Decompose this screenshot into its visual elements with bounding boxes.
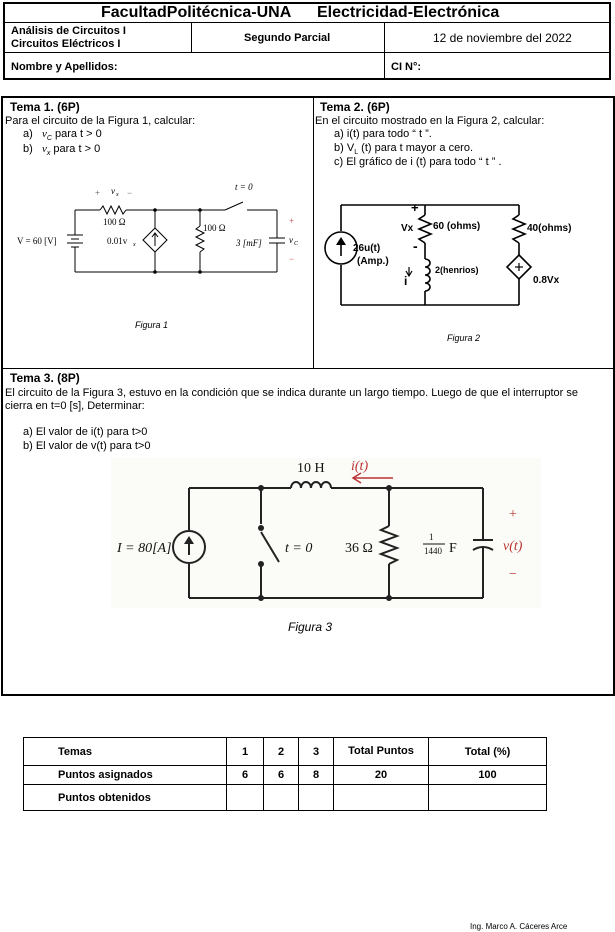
- exam-name: Segundo Parcial: [244, 32, 331, 44]
- table-cell: Puntos asignados: [23, 765, 227, 785]
- table-row: Puntos obtenidos: [23, 784, 547, 811]
- table-cell[interactable]: [263, 784, 299, 811]
- table-cell: 100: [428, 765, 547, 785]
- table-cell: 20: [333, 765, 429, 785]
- tema2-item-b: b) VL (t) para t mayor a cero.: [334, 142, 474, 157]
- fig1-cap-label: 3 [mF]: [235, 238, 262, 248]
- svg-text:40(ohms): 40(ohms): [527, 223, 571, 234]
- tema3-statement-line1: El circuito de la Figura 3, estuvo en la…: [5, 387, 578, 399]
- svg-text:26u(t): 26u(t): [353, 243, 380, 254]
- figure3-caption: Figura 3: [288, 620, 333, 634]
- header-student-row: Nombre y Apellidos: CI N°:: [5, 52, 609, 80]
- svg-text:x: x: [115, 192, 119, 198]
- ci-label: CI N°:: [391, 61, 422, 73]
- figure3-circuit: 10 H i(t) I = 80[A] t = 0 36 Ω 1 1440 F …: [111, 458, 541, 608]
- svg-text:v: v: [111, 186, 115, 196]
- tema2-item-c: c) El gráfico de i (t) para todo “ t ” .: [334, 156, 502, 168]
- footer-author: Ing. Marco A. Cáceres Arce: [470, 922, 568, 931]
- fig1-r2-label: 100 Ω: [203, 223, 226, 233]
- tema3-title: Tema 3. (8P): [10, 371, 80, 385]
- fig3-cap-unit: F: [449, 541, 457, 556]
- exam-date: 12 de noviembre del 2022: [433, 31, 572, 45]
- fig1-dep-label: 0.01v: [107, 236, 128, 246]
- tema3-item-b: b) El valor de v(t) para t>0: [23, 440, 151, 452]
- faculty-name: FacultadPolitécnica-UNA: [101, 4, 292, 21]
- figure1-circuit: V = 60 [V] 100 Ω + v x − 0.01v x 100 Ω t…: [17, 182, 299, 274]
- tema1-item-b: b) vx para t > 0: [23, 143, 101, 158]
- tema1-title: Tema 1. (6P): [10, 100, 80, 114]
- fig3-inductor-label: 10 H: [297, 461, 325, 476]
- name-label: Nombre y Apellidos:: [11, 61, 118, 73]
- table-row: Puntos asignados 6 6 8 20 100: [23, 765, 547, 785]
- svg-text:+: +: [509, 507, 517, 522]
- table-cell: Total Puntos: [333, 737, 429, 766]
- tema1-item-a: a) vC para t > 0: [23, 128, 102, 143]
- tema2-title: Tema 2. (6P): [320, 100, 390, 114]
- exam-body: Tema 1. (6P) Para el circuito de la Figu…: [1, 96, 615, 696]
- tema2-item-a: a) i(t) para todo “ t ”.: [334, 128, 432, 140]
- svg-text:x: x: [132, 242, 136, 248]
- svg-text:Vx: Vx: [401, 223, 414, 234]
- table-row: Temas 1 2 3 Total Puntos Total (%): [23, 737, 547, 766]
- fig3-resistor-label: 36 Ω: [345, 541, 373, 556]
- tema1-statement: Para el circuito de la Figura 1, calcula…: [5, 115, 196, 127]
- header-title-row: FacultadPolitécnica-UNA Electricidad-Ele…: [5, 4, 609, 23]
- figure1-caption: Figura 1: [135, 320, 169, 330]
- fig1-r1-label: 100 Ω: [103, 217, 126, 227]
- svg-text:−: −: [509, 567, 517, 582]
- table-cell[interactable]: [333, 784, 429, 811]
- svg-text:(Amp.): (Amp.): [357, 256, 389, 267]
- svg-text:+: +: [95, 188, 100, 198]
- svg-text:1: 1: [429, 532, 434, 542]
- course-line-1: Análisis de Circuitos I: [11, 25, 126, 37]
- exam-header: FacultadPolitécnica-UNA Electricidad-Ele…: [3, 2, 611, 80]
- table-cell: 8: [298, 765, 334, 785]
- svg-text:0.8Vx: 0.8Vx: [533, 275, 560, 286]
- table-cell: 3: [298, 737, 334, 766]
- tema3-statement-line2: cierra en t=0 [s], Determinar:: [5, 400, 145, 412]
- svg-text:1440: 1440: [424, 546, 443, 556]
- tema2-statement: En el circuito mostrado en la Figura 2, …: [315, 115, 545, 127]
- svg-text:−: −: [127, 188, 132, 198]
- table-cell: 6: [226, 765, 264, 785]
- table-cell: 1: [226, 737, 264, 766]
- fig1-source-label: V = 60 [V]: [17, 236, 57, 246]
- table-cell: Puntos obtenidos: [23, 784, 227, 811]
- score-table: Temas 1 2 3 Total Puntos Total (%) Punto…: [23, 737, 547, 811]
- table-cell: 2: [263, 737, 299, 766]
- svg-text:+: +: [289, 216, 294, 226]
- fig3-current-label: i(t): [351, 459, 368, 474]
- svg-text:2(henrios): 2(henrios): [435, 265, 479, 275]
- table-cell: Temas: [23, 737, 227, 766]
- svg-text:v: v: [289, 235, 293, 245]
- svg-text:C: C: [294, 241, 299, 247]
- table-cell[interactable]: [226, 784, 264, 811]
- table-cell[interactable]: [428, 784, 547, 811]
- svg-text:60 (ohms): 60 (ohms): [433, 221, 480, 232]
- header-course-row: Análisis de Circuitos I Circuitos Eléctr…: [5, 22, 609, 53]
- svg-text:−: −: [289, 254, 294, 264]
- fig3-switch-label: t = 0: [285, 541, 312, 556]
- course-line-2: Circuitos Eléctricos I: [11, 38, 121, 50]
- department-name: Electricidad-Electrónica: [317, 4, 500, 21]
- tema3-item-a: a) El valor de i(t) para t>0: [23, 426, 148, 438]
- svg-text:+: +: [411, 201, 419, 215]
- table-cell: Total (%): [428, 737, 547, 766]
- figure2-caption: Figura 2: [447, 333, 481, 343]
- svg-text:-: -: [413, 238, 418, 254]
- figure2-circuit: 26u(t) (Amp.) + Vx 60 (ohms) - 2(henrios…: [324, 201, 571, 306]
- fig3-voltage-label: v(t): [503, 539, 523, 554]
- svg-text:i: i: [404, 274, 407, 288]
- fig3-source-label: I = 80[A]: [116, 541, 172, 556]
- table-cell: 6: [263, 765, 299, 785]
- table-cell[interactable]: [298, 784, 334, 811]
- fig1-switch-label: t = 0: [235, 182, 253, 192]
